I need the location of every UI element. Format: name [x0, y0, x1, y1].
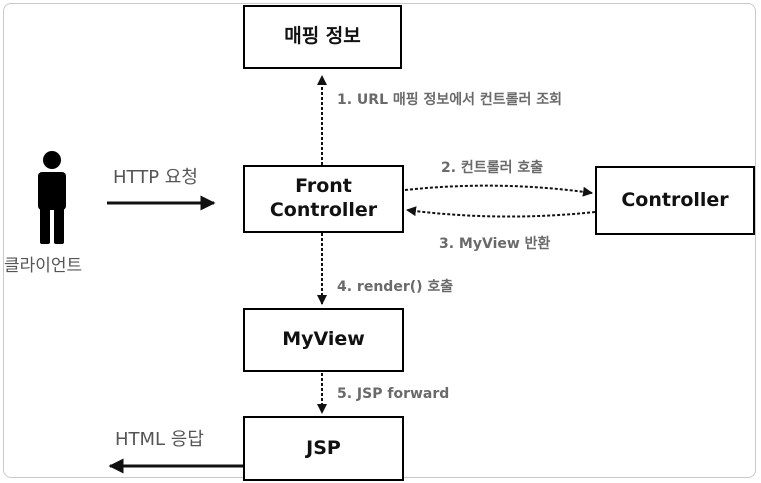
jsp-label: JSP	[306, 436, 341, 459]
html-response-label: HTML 응답	[115, 429, 204, 450]
step3-arrow	[406, 206, 596, 218]
step2-arrow	[404, 184, 593, 197]
myview-box: MyView	[243, 308, 404, 372]
controller-box: Controller	[595, 166, 755, 235]
step4-label: 4. render() 호출	[337, 279, 454, 295]
person-icon	[38, 151, 66, 244]
http-request-label: HTTP 요청	[113, 167, 198, 188]
myview-label: MyView	[282, 328, 365, 351]
jsp-box: JSP	[243, 416, 404, 481]
mapping-info-label: 매핑 정보	[284, 25, 361, 48]
step5-label: 5. JSP forward	[337, 386, 450, 402]
front-controller-label-line2: Controller	[269, 199, 378, 221]
front-controller-box: Front Controller	[243, 165, 404, 233]
step1-label: 1. URL 매핑 정보에서 컨트롤러 조회	[337, 92, 563, 108]
client-label: 클라이언트	[4, 256, 83, 276]
step2-label: 2. 컨트롤러 호출	[441, 160, 544, 176]
mapping-info-box: 매핑 정보	[243, 5, 402, 69]
controller-label: Controller	[621, 188, 729, 211]
step3-label: 3. MyView 반환	[439, 236, 551, 252]
front-controller-label-line1: Front	[295, 175, 352, 198]
